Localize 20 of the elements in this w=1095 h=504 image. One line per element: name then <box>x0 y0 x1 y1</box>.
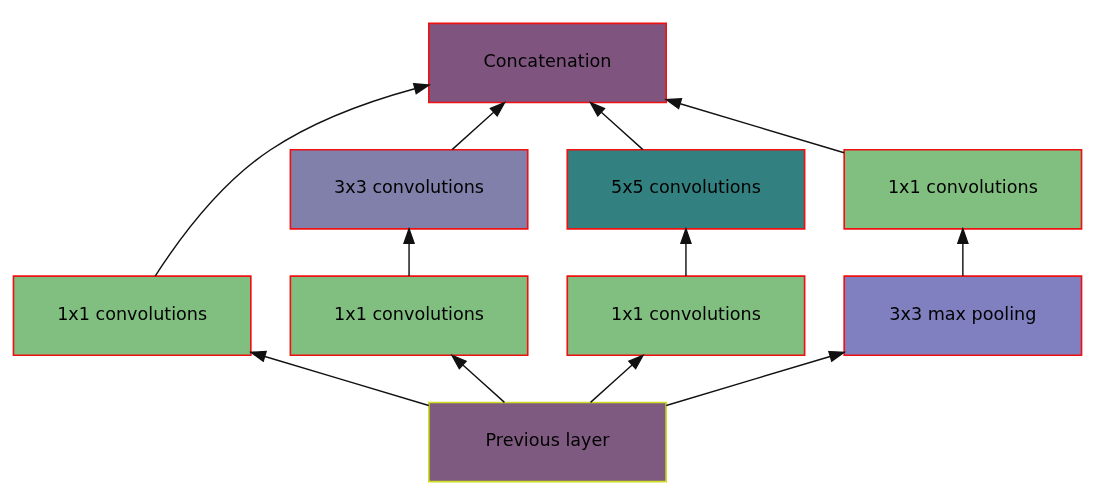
node-box: 3x3 max pooling <box>843 274 1083 356</box>
node-box: 1x1 convolutions <box>566 274 806 356</box>
arrow <box>450 353 506 403</box>
node-box: 1x1 convolutions <box>12 274 252 356</box>
arrow <box>403 226 416 277</box>
arrow <box>154 82 431 277</box>
arrow <box>665 350 847 406</box>
arrow <box>664 97 845 153</box>
arrow <box>248 350 430 406</box>
node-box: 3x3 convolutions <box>289 148 529 230</box>
node-box: 1x1 convolutions <box>843 148 1083 230</box>
node-box: 5x5 convolutions <box>566 148 806 230</box>
arrow <box>589 353 645 403</box>
arrow <box>588 100 644 150</box>
arrow <box>451 100 507 150</box>
node-box: Previous layer <box>428 401 667 482</box>
arrow <box>679 226 692 277</box>
arrow <box>956 226 969 277</box>
node-box: 1x1 convolutions <box>289 274 529 356</box>
node-box: Concatenation <box>428 22 667 103</box>
